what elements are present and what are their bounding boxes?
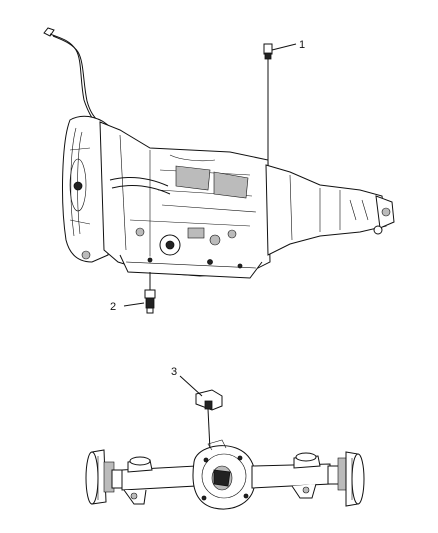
- callout-number-1: 1: [299, 39, 305, 51]
- callout-1[interactable]: 1: [263, 39, 305, 165]
- leader-line-1: [271, 43, 297, 51]
- callout-3[interactable]: 3: [171, 366, 223, 451]
- rear-axle-assembly: [85, 439, 365, 510]
- differential-housing: [192, 439, 256, 510]
- right-axle-tube: [251, 463, 331, 489]
- callout-2[interactable]: 2: [110, 272, 156, 314]
- sensor-part: [144, 272, 156, 314]
- left-spring-seat: [123, 456, 153, 505]
- transmission-case: [99, 121, 271, 279]
- breather-vent-part: [263, 43, 273, 165]
- right-spring-seat: [291, 452, 321, 499]
- left-hub: [85, 449, 125, 505]
- right-hub: [327, 451, 365, 507]
- transmission-assembly: [43, 27, 395, 279]
- extension-housing: [265, 164, 395, 256]
- callout-number-2: 2: [110, 301, 116, 313]
- callout-number-3: 3: [171, 366, 177, 378]
- dipstick-tube: [43, 27, 100, 125]
- axle-vent-part: [195, 389, 223, 451]
- leader-line-3: [179, 375, 203, 397]
- bell-housing: [62, 115, 113, 263]
- leader-line-2: [123, 302, 145, 307]
